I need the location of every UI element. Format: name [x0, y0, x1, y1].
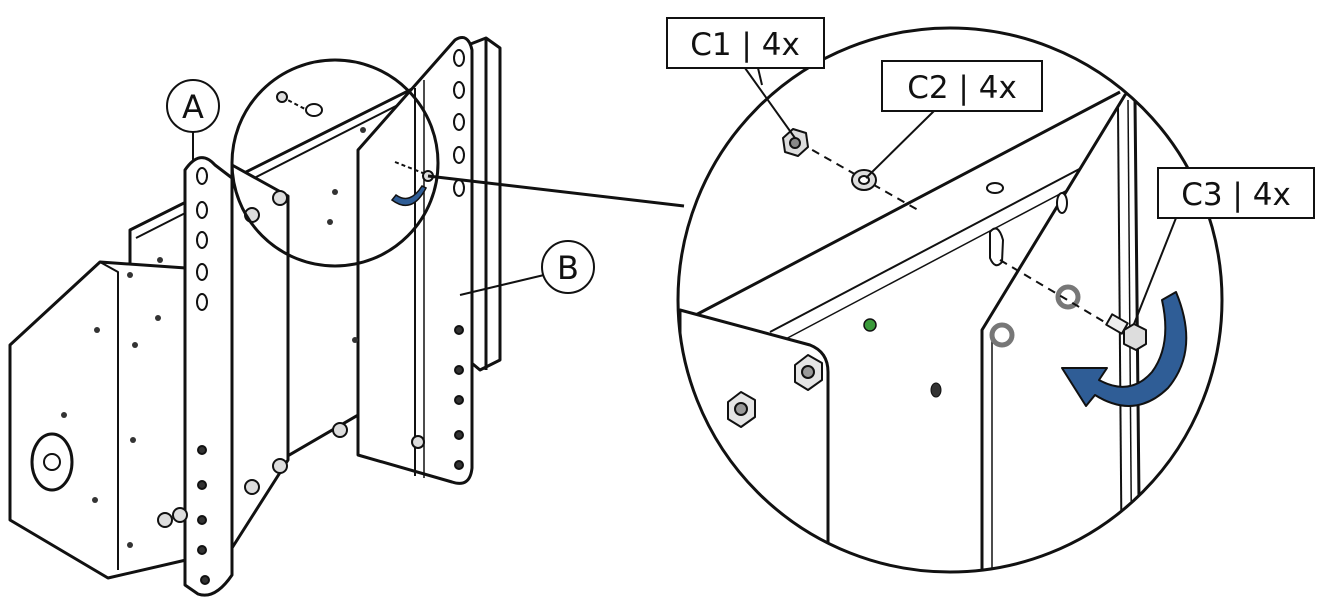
curved-arrow-icon: [1061, 291, 1188, 407]
label-b-bubble: [541, 240, 595, 294]
source-fasteners: [276, 91, 434, 182]
left-wing-inner-edge: [99, 261, 119, 570]
detail-nuts: [727, 354, 823, 428]
detail-hole-small: [930, 382, 942, 398]
cable-hole-inner: [43, 453, 61, 471]
label-c3-box: [1157, 167, 1315, 219]
detail-circle: [676, 26, 1224, 574]
plate-a-holes: [197, 445, 210, 585]
detail-view: [678, 28, 1222, 572]
label-a-bubble: [166, 79, 220, 133]
detail-hole-plate-b-1: [989, 322, 1015, 348]
plate-b-holes: [454, 325, 464, 470]
detail-hole-green: [863, 318, 877, 332]
detail-hole-plate-b-2: [1055, 284, 1081, 310]
label-c2: C2 | 4x: [907, 70, 1017, 106]
detail-source-circle: [230, 58, 440, 268]
middle-plate: [230, 163, 290, 550]
leader-c3: [1133, 217, 1177, 325]
detail-connector-line: [427, 174, 685, 208]
left-wing-plate: [8, 260, 188, 580]
cable-hole: [30, 432, 74, 492]
label-b: B: [557, 249, 579, 287]
detail-hole-top: [986, 182, 1004, 194]
source-rotation-arrow: [390, 185, 428, 207]
panel-holes: [61, 127, 366, 548]
leader-c2: [865, 109, 936, 179]
plate-a-keyholes: [196, 167, 208, 311]
leader-c1b: [757, 67, 763, 86]
plate-b-keyholes: [453, 49, 465, 197]
label-c1: C1 | 4x: [690, 27, 800, 63]
detail-dash-c1-c2: [799, 142, 919, 211]
detail-panel-edge: [689, 90, 1121, 320]
label-c2-box: [881, 60, 1043, 112]
detail-hole-right: [1056, 192, 1068, 214]
label-c3: C3 | 4x: [1181, 177, 1291, 213]
label-a: A: [182, 88, 204, 126]
leader-b: [459, 274, 545, 296]
overview-assembly: [8, 36, 502, 597]
detail-dash-c3: [999, 259, 1119, 331]
plate-a: [183, 156, 234, 597]
detail-panel-edge-2: [769, 144, 1126, 333]
overview-nuts: [157, 190, 425, 528]
detail-plate-a: [678, 308, 830, 572]
label-c1-box: [666, 17, 825, 69]
leader-c1: [744, 67, 796, 139]
